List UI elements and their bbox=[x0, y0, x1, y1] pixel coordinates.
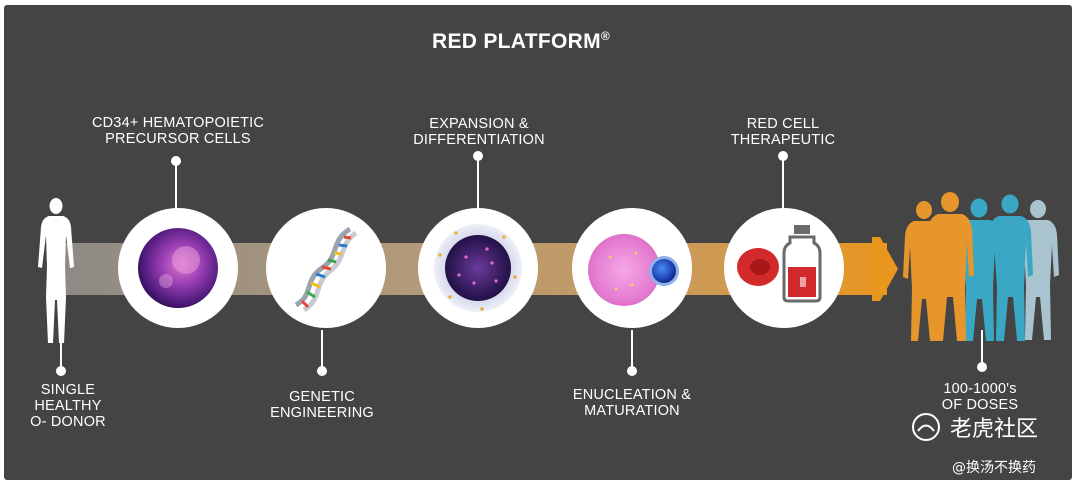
dotted-cell-icon bbox=[418, 208, 538, 328]
connectors bbox=[56, 151, 987, 376]
dna-helix-icon bbox=[266, 208, 386, 328]
red-cell-and-vial-icon bbox=[724, 208, 844, 328]
purple-cell-icon bbox=[118, 208, 238, 328]
group-of-people-icon bbox=[903, 192, 1059, 341]
watermark-brand: 老虎社区 bbox=[950, 417, 1039, 442]
label-doses: 100-1000's OF DOSES bbox=[941, 381, 1019, 413]
label-expansion-differentiation: EXPANSION & DIFFERENTIATION bbox=[413, 116, 545, 148]
label-red-cell-therapeutic: RED CELL THERAPEUTIC bbox=[730, 116, 836, 148]
pink-cell-with-nucleus-icon bbox=[572, 208, 692, 328]
process-flow-graphic bbox=[38, 151, 1059, 376]
diagram-canvas: RED PLATFORM® CD34+ HEMATOPOIETIC PRECUR… bbox=[4, 5, 1072, 480]
label-genetic-engineering: GENETIC ENGINEERING bbox=[270, 389, 374, 421]
watermark-handle: @换汤不换药 bbox=[952, 460, 1036, 476]
label-cd34-precursor-cells: CD34+ HEMATOPOIETIC PRECURSOR CELLS bbox=[91, 115, 265, 147]
human-silhouette-icon bbox=[38, 198, 74, 343]
page-title: RED PLATFORM® bbox=[432, 29, 611, 53]
label-enucleation-maturation: ENUCLEATION & MATURATION bbox=[572, 387, 692, 419]
tiger-logo-icon bbox=[912, 413, 940, 441]
label-single-healthy-donor: SINGLE HEALTHY O- DONOR bbox=[30, 382, 106, 430]
